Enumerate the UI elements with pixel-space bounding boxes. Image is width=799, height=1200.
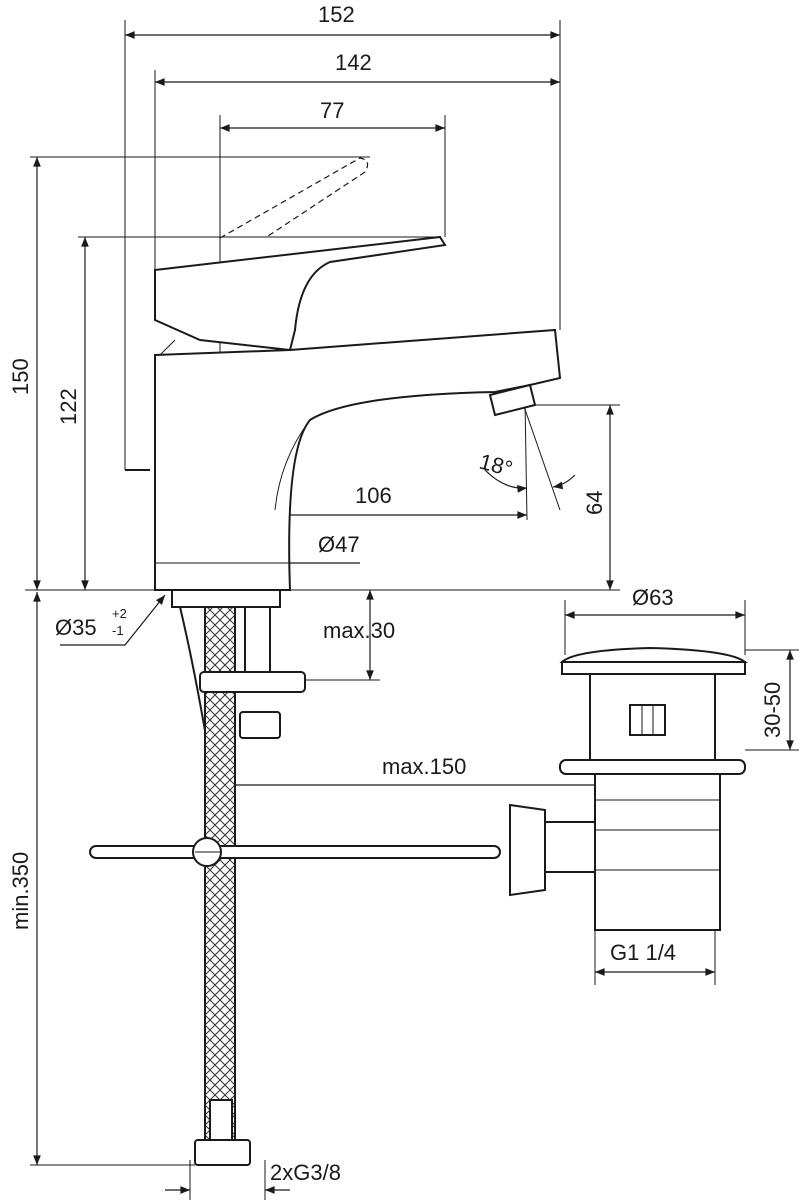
label-77: 77 bbox=[320, 98, 344, 123]
mounting-assembly bbox=[89, 589, 501, 1166]
label-max150: max.150 bbox=[382, 754, 466, 779]
aerator bbox=[488, 383, 537, 417]
label-150: 150 bbox=[8, 358, 33, 395]
hose-connector bbox=[194, 1139, 251, 1166]
label-18-deg: 18° bbox=[477, 449, 516, 482]
lever-open-position bbox=[219, 157, 369, 239]
dimension-labels: 152 142 77 150 122 18° 106 64 Ø47 Ø35 +2… bbox=[8, 2, 785, 1185]
rod-connector bbox=[509, 803, 546, 897]
label-tol-upper: +2 bbox=[112, 606, 127, 621]
faucet bbox=[125, 157, 562, 591]
faucet-lever bbox=[154, 235, 447, 352]
waste-valve bbox=[509, 646, 748, 931]
label-30-50: 30-50 bbox=[760, 682, 785, 738]
extension-lines bbox=[25, 20, 799, 1200]
label-152: 152 bbox=[318, 2, 355, 27]
clamp-plate bbox=[199, 671, 306, 693]
supply-hose bbox=[204, 606, 236, 1153]
label-max30: max.30 bbox=[323, 618, 395, 643]
label-d35: Ø35 bbox=[55, 615, 97, 640]
label-2xg3-8: 2xG3/8 bbox=[270, 1160, 341, 1185]
label-tol-lower: -1 bbox=[112, 623, 124, 638]
nut bbox=[239, 711, 281, 739]
threaded-rod bbox=[244, 606, 271, 673]
label-106: 106 bbox=[355, 483, 392, 508]
waste-cap bbox=[559, 646, 748, 663]
label-142: 142 bbox=[335, 50, 372, 75]
pop-up-rod bbox=[89, 845, 501, 859]
label-122: 122 bbox=[56, 388, 81, 425]
label-g1-1-4: G1 1/4 bbox=[610, 940, 676, 965]
label-64: 64 bbox=[582, 491, 607, 515]
label-d63: Ø63 bbox=[632, 585, 674, 610]
label-min350: min.350 bbox=[8, 852, 33, 930]
faucet-body bbox=[154, 328, 562, 591]
label-d47: Ø47 bbox=[318, 532, 360, 557]
dimension-lines bbox=[33, 31, 794, 1194]
